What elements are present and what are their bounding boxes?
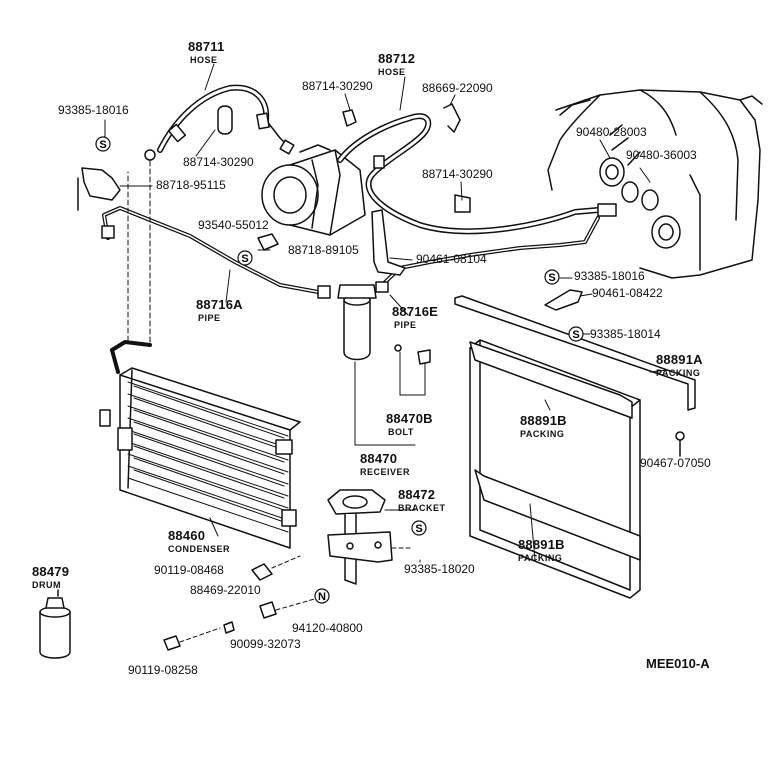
callout-88891b-1-number: 88891B <box>520 413 567 428</box>
callout-88712-name: HOSE <box>378 67 406 77</box>
part-93385-18016-a: 93385-18016 <box>58 103 129 117</box>
pipe-88716a <box>101 206 331 299</box>
callout-88711-number: 88711 <box>188 39 225 54</box>
callout-88479-number: 88479 <box>32 564 70 579</box>
part-94120-40800: 94120-40800 <box>292 621 363 635</box>
part-90119-08468: 90119-08468 <box>154 563 224 577</box>
s-mark-5: S <box>411 520 427 536</box>
s-mark-2: S <box>237 250 253 266</box>
pipe-88716e <box>375 216 600 293</box>
bracket-88472 <box>327 489 413 585</box>
part-90461-08104: 90461-08104 <box>416 252 487 266</box>
part-90480-28003: 90480-28003 <box>576 125 647 139</box>
part-88714-30290-c: 88714-30290 <box>422 167 493 181</box>
fasteners <box>163 555 319 651</box>
part-88718-95115: 88718-95115 <box>156 178 226 192</box>
part-90119-08258: 90119-08258 <box>128 663 198 677</box>
callout-88891b-1-name: PACKING <box>520 429 565 439</box>
engine-block <box>547 89 763 279</box>
part-88718-89105: 88718-89105 <box>288 243 359 257</box>
callout-88716e-name: PIPE <box>394 320 417 330</box>
svg-text:S: S <box>548 272 555 284</box>
svg-text:N: N <box>318 591 326 603</box>
part-93385-18016-b: 93385-18016 <box>574 269 645 283</box>
part-93385-18014: 93385-18014 <box>590 327 661 341</box>
receiver-88470 <box>337 284 431 446</box>
hose-88712 <box>337 103 617 235</box>
hose-88711 <box>157 84 295 155</box>
part-90461-08422: 90461-08422 <box>592 286 663 300</box>
callout-88891b-2-name: PACKING <box>518 553 563 563</box>
part-88714-30290-b: 88714-30290 <box>183 155 254 169</box>
callout-88472-name: BRACKET <box>398 503 446 513</box>
bracket-88718-95115 <box>77 149 156 211</box>
callout-88472-number: 88472 <box>398 487 436 502</box>
condenser-88460 <box>99 159 301 549</box>
figure-code: MEE010-A <box>646 656 710 671</box>
part-88669-22090: 88669-22090 <box>422 81 493 95</box>
callout-88891b-2-number: 88891B <box>518 537 565 552</box>
callout-88470-number: 88470 <box>360 451 398 466</box>
callout-88891a-number: 88891A <box>656 352 703 367</box>
part-90099-32073: 90099-32073 <box>230 637 301 651</box>
compressor <box>261 144 366 236</box>
callout-88470b-number: 88470B <box>386 411 433 426</box>
part-88469-22010: 88469-22010 <box>190 583 261 597</box>
s-mark-3: S <box>544 269 560 285</box>
callout-88716e-number: 88716E <box>392 304 439 319</box>
s-mark-4: S <box>568 326 584 342</box>
drum-88479 <box>39 589 71 659</box>
callout-88712-number: 88712 <box>378 51 416 66</box>
svg-text:S: S <box>99 139 106 151</box>
symbol-marks: S S S S S N <box>95 136 584 604</box>
grommets <box>599 157 681 249</box>
callout-88711-name: HOSE <box>190 55 218 65</box>
part-93540-55012: 93540-55012 <box>198 218 269 232</box>
s-mark-1: S <box>95 136 111 152</box>
leader-lines <box>104 63 669 563</box>
callout-88470b-name: BOLT <box>388 427 414 437</box>
callout-88716a-name: PIPE <box>198 313 221 323</box>
n-mark-1: N <box>314 588 330 604</box>
svg-text:S: S <box>572 329 579 341</box>
callout-88479-name: DRUM <box>32 580 61 590</box>
callout-88460-name: CONDENSER <box>168 544 231 554</box>
part-90480-36003: 90480-36003 <box>626 148 697 162</box>
part-90467-07050: 90467-07050 <box>640 456 711 470</box>
radiator-packings <box>454 295 696 599</box>
callout-88716a-number: 88716A <box>196 297 243 312</box>
callout-88460-number: 88460 <box>168 528 206 543</box>
callout-88891a-name: PACKING <box>656 368 701 378</box>
svg-text:S: S <box>415 523 422 535</box>
svg-text:S: S <box>241 253 248 265</box>
part-88714-30290-a: 88714-30290 <box>302 79 373 93</box>
part-93385-18020: 93385-18020 <box>404 562 475 576</box>
callout-88470-name: RECEIVER <box>360 467 411 477</box>
